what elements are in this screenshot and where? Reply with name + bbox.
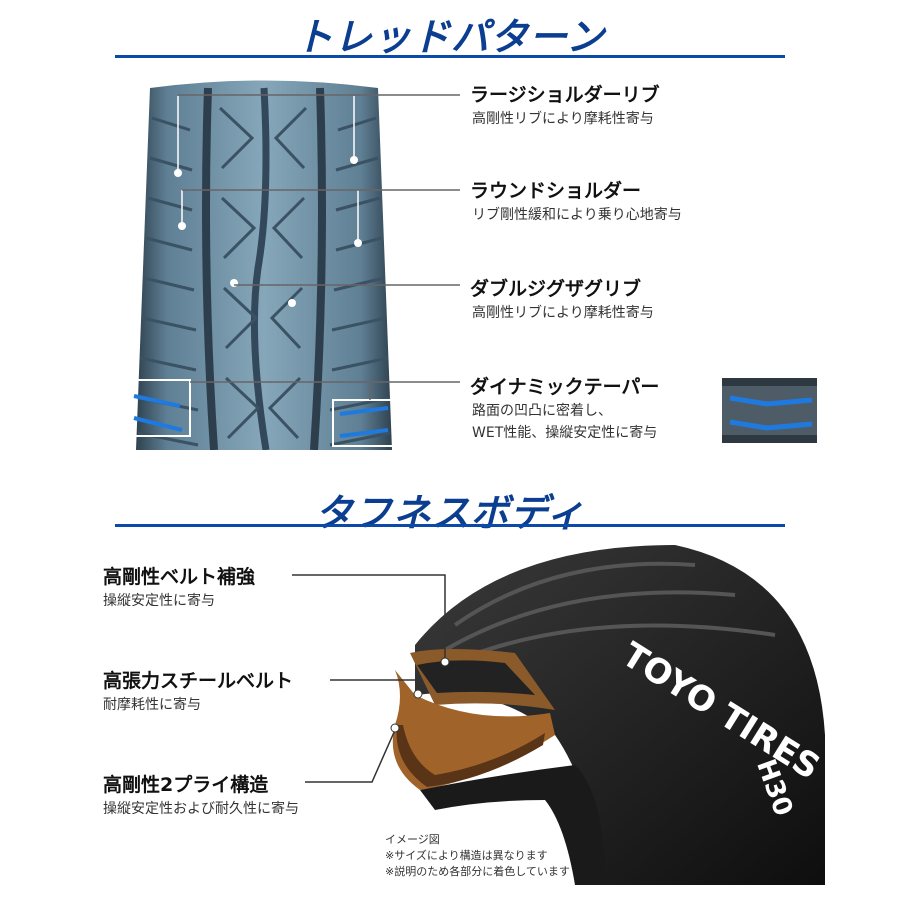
feature-heading-steel-belt: 高張力スチールベルト	[103, 670, 294, 692]
feature-heading-double-zigzag-rib: ダブルジグザグリブ	[470, 278, 642, 300]
feature-desc-large-shoulder-rib: 高剛性リブにより摩耗性寄与	[472, 111, 654, 127]
tread-pattern-image	[130, 80, 398, 450]
feature-heading-large-shoulder-rib: ラージショルダーリブ	[470, 84, 660, 106]
image-notes: イメージ図 ※サイズにより構造は異なります ※説明のため各部分に着色しています	[385, 832, 570, 880]
tire-cutaway-image: TOYO TIRES H30	[392, 545, 825, 885]
feature-desc-round-shoulder: リブ剛性緩和により乗り心地寄与	[472, 207, 682, 223]
note-structure-varies: ※サイズにより構造は異なります	[385, 849, 548, 862]
dynamic-taper-inset-image	[722, 378, 817, 443]
feature-heading-high-rigidity-belt: 高剛性ベルト補強	[103, 566, 256, 588]
section-title-toughness-body: タフネスボディ	[314, 491, 586, 535]
feature-desc-double-zigzag-rib: 高剛性リブにより摩耗性寄与	[472, 305, 654, 321]
section-divider	[115, 524, 785, 527]
feature-desc-dynamic-taper-line1: 路面の凹凸に密着し、	[472, 403, 612, 419]
feature-heading-round-shoulder: ラウンドショルダー	[470, 180, 642, 202]
section-title-tread-pattern: トレッドパターン	[294, 15, 606, 59]
feature-heading-2ply-structure: 高剛性2プライ構造	[103, 774, 269, 796]
feature-desc-2ply-structure: 操縦安定性および耐久性に寄与	[103, 801, 299, 817]
note-colored-for-explanation: ※説明のため各部分に着色しています	[385, 865, 570, 878]
section-divider	[115, 55, 785, 58]
feature-desc-steel-belt: 耐摩耗性に寄与	[103, 697, 201, 713]
feature-desc-high-rigidity-belt: 操縦安定性に寄与	[103, 593, 215, 609]
note-image-caption: イメージ図	[385, 833, 440, 846]
feature-desc-dynamic-taper-line2: WET性能、操縦安定性に寄与	[472, 425, 658, 441]
feature-heading-dynamic-taper: ダイナミックテーパー	[470, 376, 660, 398]
